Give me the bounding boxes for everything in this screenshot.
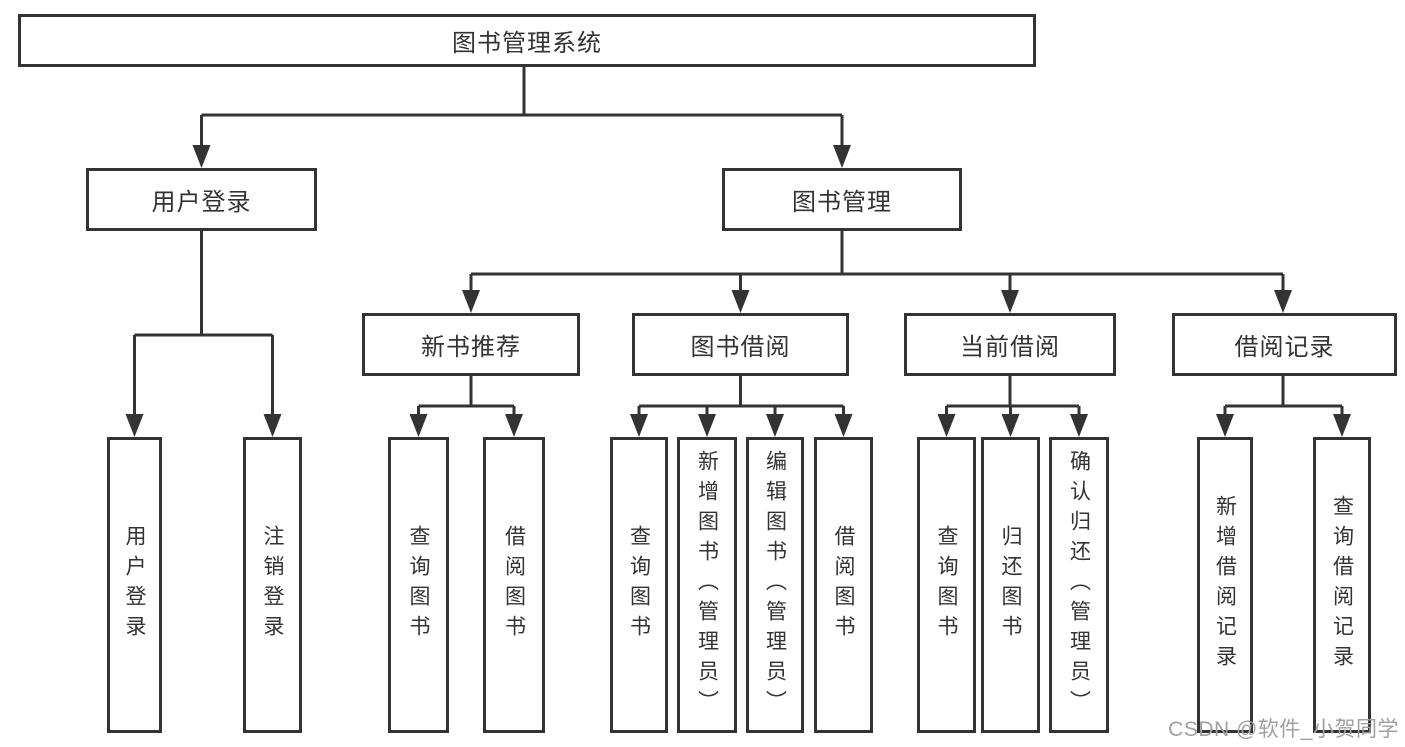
arrowhead-icon xyxy=(1274,290,1292,313)
node-book-borrow: 图书借阅 xyxy=(632,313,849,376)
leaf-logout: 注销登录 xyxy=(243,437,302,733)
arrowhead-icon xyxy=(462,290,480,313)
leaf-confirm-return-admin-label: 确认归还（管理员） xyxy=(1067,450,1091,720)
arrowhead-icon xyxy=(1333,414,1351,437)
node-root: 图书管理系统 xyxy=(18,14,1036,67)
arrowhead-icon xyxy=(125,414,144,437)
leaf-borrow-query-book: 查询图书 xyxy=(610,437,668,733)
leaf-borrow-book-label: 借阅图书 xyxy=(832,525,855,645)
arrowhead-icon xyxy=(263,414,282,437)
node-user-login: 用户登录 xyxy=(86,168,317,231)
leaf-borrow-book: 借阅图书 xyxy=(814,437,873,733)
leaf-recommend-query-book-label: 查询图书 xyxy=(407,525,430,645)
leaf-recommend-query-book: 查询图书 xyxy=(388,437,449,733)
node-new-book-recommend-label: 新书推荐 xyxy=(421,334,521,361)
arrowhead-icon xyxy=(766,414,784,437)
connector-book-management-level3 xyxy=(462,231,1292,313)
node-book-management-label: 图书管理 xyxy=(792,189,892,216)
arrowhead-icon xyxy=(1001,414,1020,437)
leaf-return-book-label: 归还图书 xyxy=(999,525,1022,645)
connector-book-borrow-children xyxy=(630,376,853,437)
arrowhead-icon xyxy=(1001,290,1019,313)
leaf-borrow-query-book-label: 查询图书 xyxy=(627,525,651,645)
node-book-management: 图书管理 xyxy=(722,168,962,231)
node-borrow-records-label: 借阅记录 xyxy=(1234,334,1335,361)
leaf-current-query-book: 查询图书 xyxy=(917,437,976,733)
leaf-return-book: 归还图书 xyxy=(981,437,1040,733)
leaf-user-login-label: 用户登录 xyxy=(123,525,146,645)
leaf-edit-book-admin: 编辑图书（管理员） xyxy=(746,437,804,733)
leaf-edit-book-admin-label: 编辑图书（管理员） xyxy=(763,450,787,720)
arrowhead-icon xyxy=(505,414,523,437)
leaf-recommend-borrow-book-label: 借阅图书 xyxy=(502,525,526,645)
leaf-add-borrow-record: 新增借阅记录 xyxy=(1197,437,1253,733)
leaf-current-query-book-label: 查询图书 xyxy=(935,525,958,645)
arrowhead-icon xyxy=(1070,414,1088,437)
leaf-user-login: 用户登录 xyxy=(107,437,162,733)
leaf-recommend-borrow-book: 借阅图书 xyxy=(483,437,545,733)
node-current-borrow-label: 当前借阅 xyxy=(960,334,1060,361)
node-new-book-recommend: 新书推荐 xyxy=(362,313,580,376)
connector-borrow-records-children xyxy=(1216,376,1351,437)
arrowhead-icon xyxy=(937,414,956,437)
node-current-borrow: 当前借阅 xyxy=(904,313,1116,376)
arrowhead-icon xyxy=(409,414,428,437)
connector-current-borrow-children xyxy=(937,376,1088,437)
connector-new-book-children xyxy=(409,376,523,437)
arrowhead-icon xyxy=(1216,414,1234,437)
arrowhead-icon xyxy=(630,414,648,437)
arrowhead-icon xyxy=(731,290,750,313)
node-book-borrow-label: 图书借阅 xyxy=(690,334,791,361)
watermark: CSDN @软件_小贺同学 xyxy=(1168,718,1399,741)
node-user-login-label: 用户登录 xyxy=(151,189,252,216)
leaf-add-borrow-record-label: 新增借阅记录 xyxy=(1213,495,1237,675)
leaf-add-book-admin-label: 新增图书（管理员） xyxy=(695,450,719,720)
connector-user-login-children xyxy=(125,231,282,437)
arrowhead-icon xyxy=(192,145,211,168)
leaf-query-borrow-record-label: 查询借阅记录 xyxy=(1330,495,1354,675)
leaf-query-borrow-record: 查询借阅记录 xyxy=(1313,437,1371,733)
leaf-add-book-admin: 新增图书（管理员） xyxy=(677,437,737,733)
leaf-logout-label: 注销登录 xyxy=(261,525,284,645)
arrowhead-icon xyxy=(834,414,853,437)
arrowhead-icon xyxy=(833,145,851,168)
node-root-label: 图书管理系统 xyxy=(452,30,602,57)
arrowhead-icon xyxy=(698,414,716,437)
leaf-confirm-return-admin: 确认归还（管理员） xyxy=(1049,437,1109,733)
node-borrow-records: 借阅记录 xyxy=(1172,313,1397,376)
connector-root-to-level2 xyxy=(192,67,851,168)
